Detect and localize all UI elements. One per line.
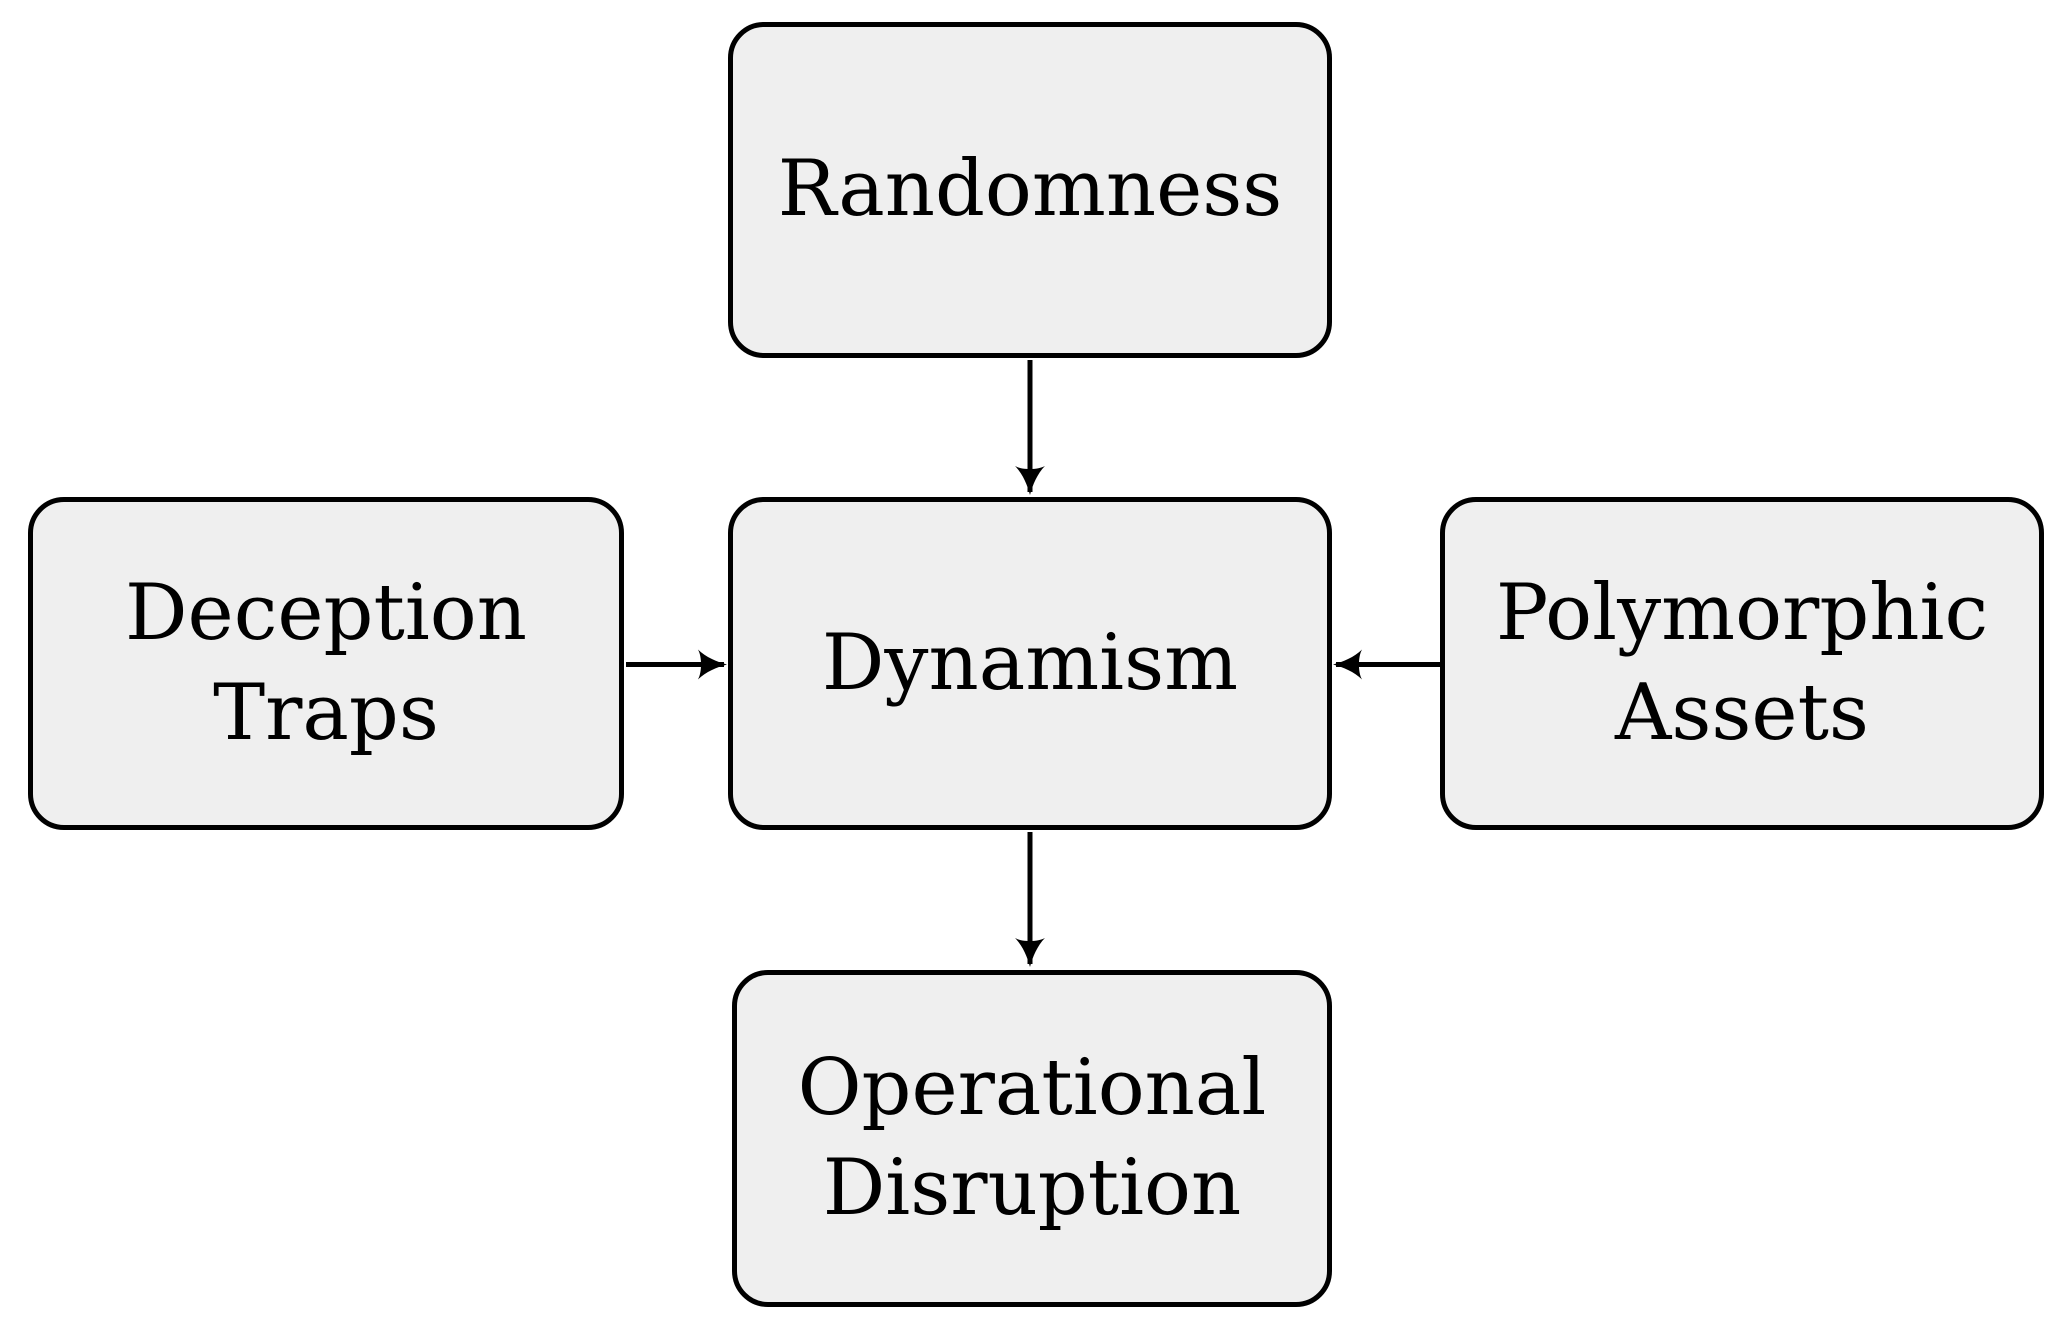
node-polymorphic-assets-label-line2: Assets: [1615, 667, 1869, 758]
node-randomness: Randomness: [728, 22, 1332, 358]
node-deception-traps-label-line2: Traps: [213, 667, 439, 758]
node-dynamism-label: Dynamism: [821, 617, 1239, 708]
node-dynamism: Dynamism: [728, 497, 1332, 830]
node-operational-disruption: Operational Disruption: [732, 970, 1332, 1307]
node-polymorphic-assets-label-line1: Polymorphic: [1495, 568, 1989, 659]
node-deception-traps: Deception Traps: [28, 497, 624, 830]
node-deception-traps-label-line1: Deception: [125, 568, 527, 659]
node-polymorphic-assets: Polymorphic Assets: [1440, 497, 2044, 830]
node-operational-disruption-label-line1: Operational: [797, 1043, 1267, 1134]
node-operational-disruption-label-line2: Disruption: [822, 1142, 1242, 1233]
node-randomness-label: Randomness: [777, 144, 1283, 235]
